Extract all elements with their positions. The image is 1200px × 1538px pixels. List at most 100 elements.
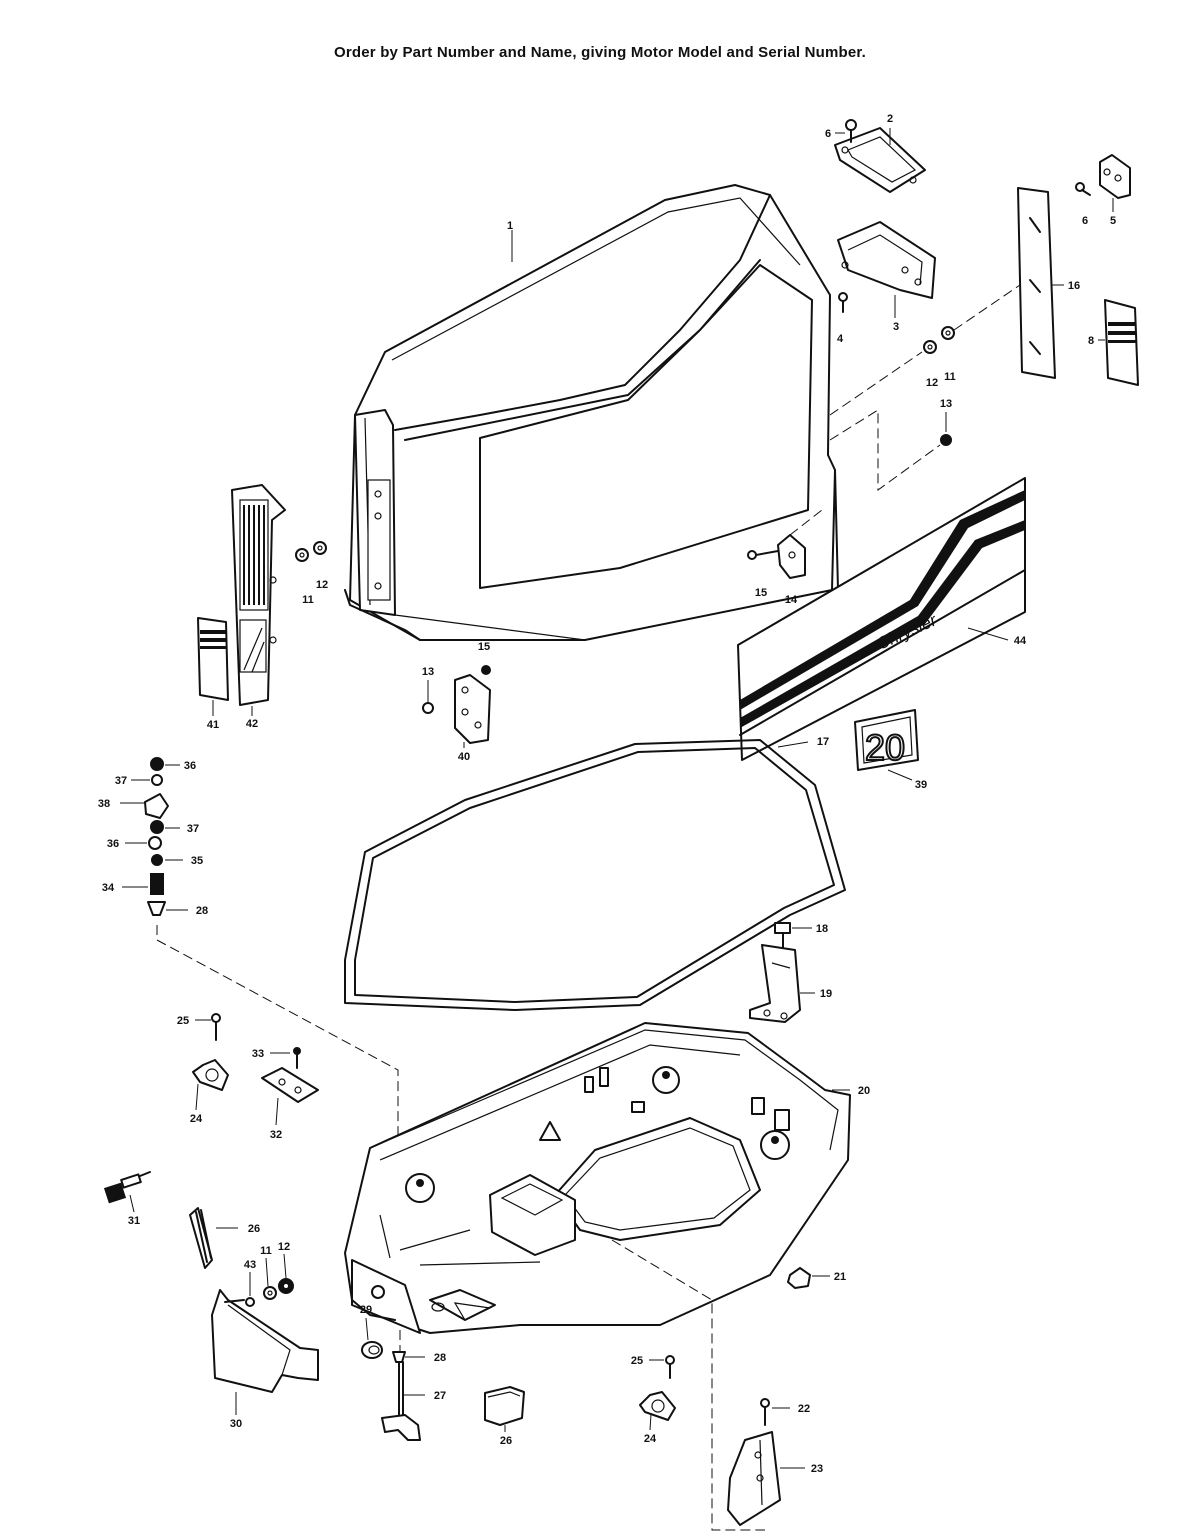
- callout-25-bottom: 25: [631, 1355, 643, 1367]
- callout-12-right: 12: [926, 377, 938, 389]
- callout-36-top: 36: [184, 760, 196, 772]
- callout-11-bottom: 11: [260, 1245, 272, 1257]
- part-side-panel-42: [231, 484, 286, 716]
- callout-2: 2: [887, 113, 893, 125]
- callout-15-right: 15: [755, 587, 767, 599]
- callout-42: 42: [246, 718, 258, 730]
- part-bracket-19: [749, 944, 815, 1023]
- callout-8: 8: [1088, 335, 1094, 347]
- part-screw-6-right: [1075, 182, 1091, 196]
- callout-26-bottom: 26: [500, 1435, 512, 1447]
- callout-37-mid: 37: [187, 823, 199, 835]
- part-bracket-14: [777, 509, 823, 579]
- callout-25-left: 25: [177, 1015, 189, 1027]
- callout-6-top: 6: [825, 128, 831, 140]
- part-gasket-17: [344, 739, 846, 1011]
- part-screw-15-right: [747, 550, 779, 560]
- part-grommet-29: [361, 1317, 383, 1359]
- part-bracket-3: [837, 221, 936, 318]
- callout-17: 17: [817, 736, 829, 748]
- callout-33: 33: [252, 1048, 264, 1060]
- part-clamp-24-bottom: [639, 1391, 676, 1431]
- callout-38: 38: [98, 798, 110, 810]
- callout-1: 1: [507, 220, 513, 232]
- part-bracket-23: [727, 1431, 805, 1526]
- callout-19: 19: [820, 988, 832, 1000]
- part-top-plate: [834, 127, 926, 193]
- part-nut-13-left: [422, 680, 434, 714]
- part-washers-right: [829, 284, 1021, 416]
- part-washers-left-top: [295, 541, 327, 562]
- badge-number-text: 20: [865, 727, 905, 768]
- part-engine-cover: [344, 184, 839, 641]
- part-lower-pan-20: [344, 1022, 851, 1334]
- callout-11-right: 11: [944, 371, 956, 383]
- part-latch-28-27: [381, 1330, 425, 1441]
- callout-16: 16: [1068, 280, 1080, 292]
- part-plate-16: [1017, 187, 1064, 379]
- part-plate-32: [261, 1067, 319, 1126]
- callout-4: 4: [837, 333, 844, 345]
- callout-44: 44: [1014, 635, 1027, 647]
- callout-34: 34: [102, 882, 115, 894]
- callout-15-left: 15: [478, 641, 490, 653]
- callout-22: 22: [798, 1403, 810, 1415]
- part-screw-33: [270, 1047, 301, 1069]
- part-seal-26-left: [189, 1207, 238, 1269]
- callout-24-bottom: 24: [644, 1433, 657, 1445]
- callout-27: 27: [434, 1390, 446, 1402]
- part-decal-44: Chrysler: [737, 477, 1026, 761]
- callout-18: 18: [816, 923, 828, 935]
- callout-41: 41: [207, 719, 219, 731]
- header-note: Order by Part Number and Name, giving Mo…: [333, 44, 867, 61]
- part-badge-39: 20: [854, 709, 919, 781]
- part-bracket-5: [1099, 154, 1131, 212]
- callout-30: 30: [230, 1418, 242, 1430]
- callout-21: 21: [834, 1271, 846, 1283]
- callout-labels: 1 2 3 4 5 6 6 8 11 11 11 12 12 12 13 13 …: [98, 113, 1116, 1475]
- callout-leaders: [511, 230, 1009, 641]
- callout-14: 14: [785, 594, 798, 606]
- part-fastener-stack: [120, 757, 399, 1140]
- callout-3: 3: [893, 321, 899, 333]
- callout-28-top: 28: [196, 905, 208, 917]
- callout-5: 5: [1110, 215, 1116, 227]
- part-nut-13-right: [940, 412, 952, 446]
- part-nut-21: [787, 1267, 830, 1289]
- callout-23: 23: [811, 1463, 823, 1475]
- part-screw-25-left: [195, 1013, 221, 1041]
- part-screw-15-left: [481, 665, 491, 675]
- callout-24-left: 24: [190, 1113, 203, 1125]
- callout-39: 39: [915, 779, 927, 791]
- callout-40: 40: [458, 751, 470, 763]
- part-seal-26-bottom: [484, 1386, 525, 1432]
- callout-26-left: 26: [248, 1223, 260, 1235]
- callout-29: 29: [360, 1304, 372, 1316]
- part-decal-8: [1098, 299, 1139, 386]
- part-washers-left-bottom: [245, 1253, 294, 1307]
- callout-31: 31: [128, 1215, 140, 1227]
- callout-13-left: 13: [422, 666, 434, 678]
- part-screw-25-bottom: [649, 1355, 675, 1379]
- callout-36-mid: 36: [107, 838, 119, 850]
- part-bracket-40: [454, 674, 491, 748]
- callout-20: 20: [858, 1085, 870, 1097]
- callout-32: 32: [270, 1129, 282, 1141]
- part-screw-22: [760, 1398, 790, 1426]
- part-decal-41: [197, 617, 229, 716]
- callout-43: 43: [244, 1259, 256, 1271]
- callout-13-right: 13: [940, 398, 952, 410]
- callout-12-left: 12: [316, 579, 328, 591]
- callout-12-bottom: 12: [278, 1241, 290, 1253]
- callout-11-left: 11: [302, 594, 314, 606]
- callout-35: 35: [191, 855, 203, 867]
- callout-37-top: 37: [115, 775, 127, 787]
- callout-28-bottom: 28: [434, 1352, 446, 1364]
- part-clamp-24-left: [192, 1059, 229, 1111]
- part-screw-6-top: [835, 119, 857, 143]
- part-handle-30: [211, 1289, 319, 1415]
- callout-6-right: 6: [1082, 215, 1088, 227]
- part-screw-4: [838, 292, 848, 313]
- part-fitting-31: [103, 1171, 151, 1213]
